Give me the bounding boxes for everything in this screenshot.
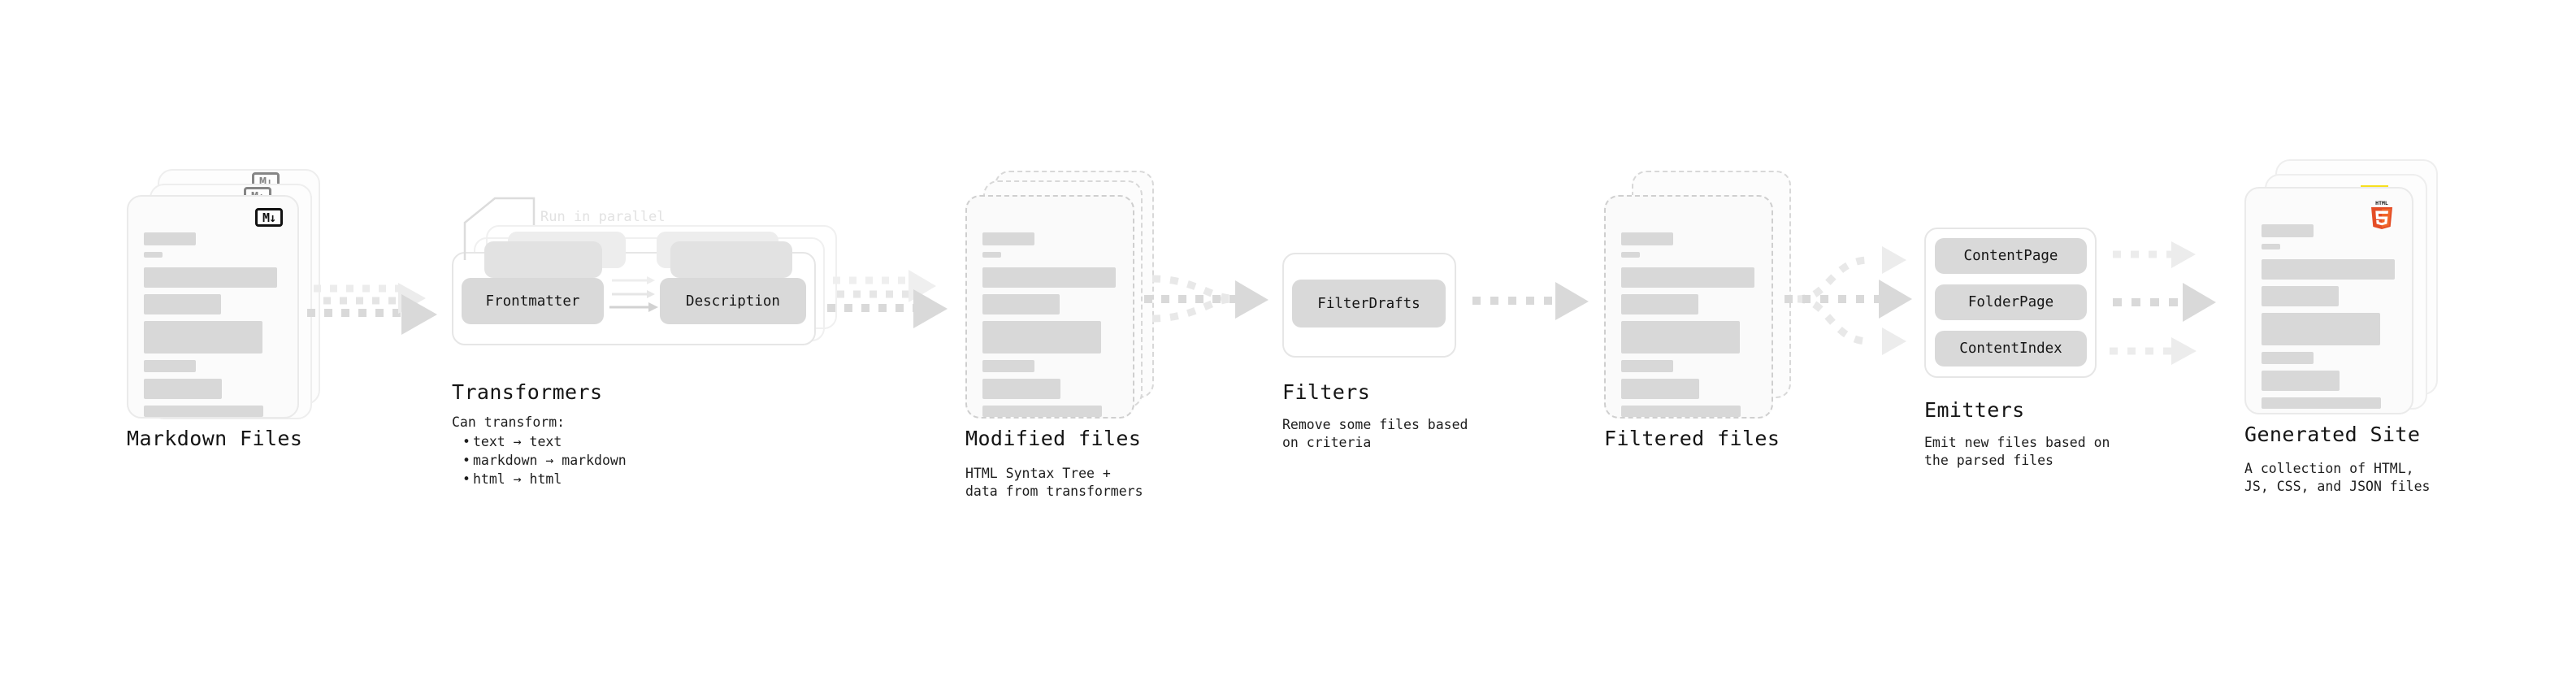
doc-bar: [2262, 259, 2395, 280]
stage-title-modified-files: Modified files: [965, 427, 1142, 450]
stage-sub-emitters: Emit new files based on the parsed files: [1924, 435, 2110, 468]
connector-transformers-to-modified: [827, 270, 948, 328]
doc-bar: [982, 252, 1001, 258]
doc-bar: [2262, 244, 2280, 249]
doc-bar: [2262, 286, 2339, 306]
doc-placeholder-bars: [982, 232, 1117, 423]
doc-bar: [2262, 371, 2340, 391]
markdown-badge-icon: M↓: [255, 208, 283, 227]
doc-placeholder-bars: [1621, 232, 1756, 423]
stage-sub-generated-site: A collection of HTML, JS, CSS, and JSON …: [2244, 461, 2431, 494]
stage-title-filtered-files: Filtered files: [1604, 427, 1780, 450]
doc-bar: [982, 321, 1101, 354]
emitter-chip-contentpage[interactable]: ContentPage: [1935, 238, 2087, 274]
capability-item: text → text: [462, 432, 627, 451]
doc-bar: [144, 406, 263, 417]
doc-bar: [1621, 360, 1673, 372]
doc-bar: [2262, 224, 2314, 237]
connector-modified-to-filters: [1144, 275, 1268, 323]
doc-bar: [982, 232, 1034, 245]
emitter-chip-folderpage[interactable]: FolderPage: [1935, 284, 2087, 320]
doc-bar: [144, 232, 196, 245]
modified-doc-card: [965, 195, 1134, 419]
doc-bar: [2262, 313, 2380, 345]
doc-bar: [982, 267, 1116, 288]
doc-bar: [144, 294, 221, 314]
doc-bar: [982, 406, 1102, 417]
doc-bar: [1621, 267, 1754, 288]
doc-bar: [144, 379, 222, 399]
doc-bar: [1621, 252, 1640, 258]
stage-title-emitters: Emitters: [1924, 398, 2025, 422]
transformer-chip-description[interactable]: Description: [660, 278, 806, 324]
doc-bar: [982, 294, 1060, 314]
doc-bar: [2262, 352, 2314, 364]
transformer-chip-ghost: [484, 241, 602, 278]
stage-title-generated-site: Generated Site: [2244, 423, 2421, 446]
filter-chip-filterdrafts[interactable]: FilterDrafts: [1292, 280, 1446, 327]
doc-bar: [144, 267, 277, 288]
run-in-parallel-label: Run in parallel: [540, 209, 666, 225]
capability-item: html → html: [462, 470, 627, 488]
doc-bar: [1621, 379, 1699, 399]
capability-heading: Can transform:: [452, 414, 566, 430]
stage-title-markdown-files: Markdown Files: [127, 427, 303, 450]
doc-bar: [1621, 294, 1698, 314]
transformer-chip-frontmatter[interactable]: Frontmatter: [462, 278, 604, 324]
doc-bar: [144, 252, 163, 258]
doc-bar: [1621, 321, 1740, 354]
doc-placeholder-bars: [2262, 224, 2396, 415]
connector-filters-to-filtered: [1472, 282, 1589, 320]
doc-bar: [144, 321, 262, 354]
transformer-chip-ghost: [670, 241, 792, 278]
markdown-doc-card: M↓: [127, 195, 299, 419]
connector-emitters-to-site: [2110, 241, 2216, 365]
emitter-chip-contentindex[interactable]: ContentIndex: [1935, 331, 2087, 367]
stage-sub-modified-files: HTML Syntax Tree + data from transformer…: [965, 466, 1143, 499]
doc-bar: [982, 379, 1060, 399]
doc-bar: [1621, 232, 1673, 245]
stage-title-transformers: Transformers: [452, 380, 603, 404]
doc-placeholder-bars: [144, 232, 282, 423]
transformers-capability-list: Can transform: text → text markdown → ma…: [452, 413, 627, 488]
capability-item: markdown → markdown: [462, 451, 627, 470]
connector-markdown-to-transformers: [307, 283, 437, 335]
connector-filtered-to-emitters: [1785, 246, 1912, 355]
doc-bar: [2262, 397, 2381, 409]
html5-badge-icon: HTML: [2368, 198, 2396, 229]
doc-bar: [1621, 406, 1741, 417]
stage-sub-filters: Remove some files based on criteria: [1282, 417, 1468, 450]
svg-text:HTML: HTML: [2375, 200, 2388, 206]
generated-doc-card: HTML: [2244, 187, 2413, 414]
filtered-doc-card: [1604, 195, 1773, 419]
doc-bar: [144, 360, 196, 372]
doc-bar: [982, 360, 1034, 372]
stage-title-filters: Filters: [1282, 380, 1371, 404]
